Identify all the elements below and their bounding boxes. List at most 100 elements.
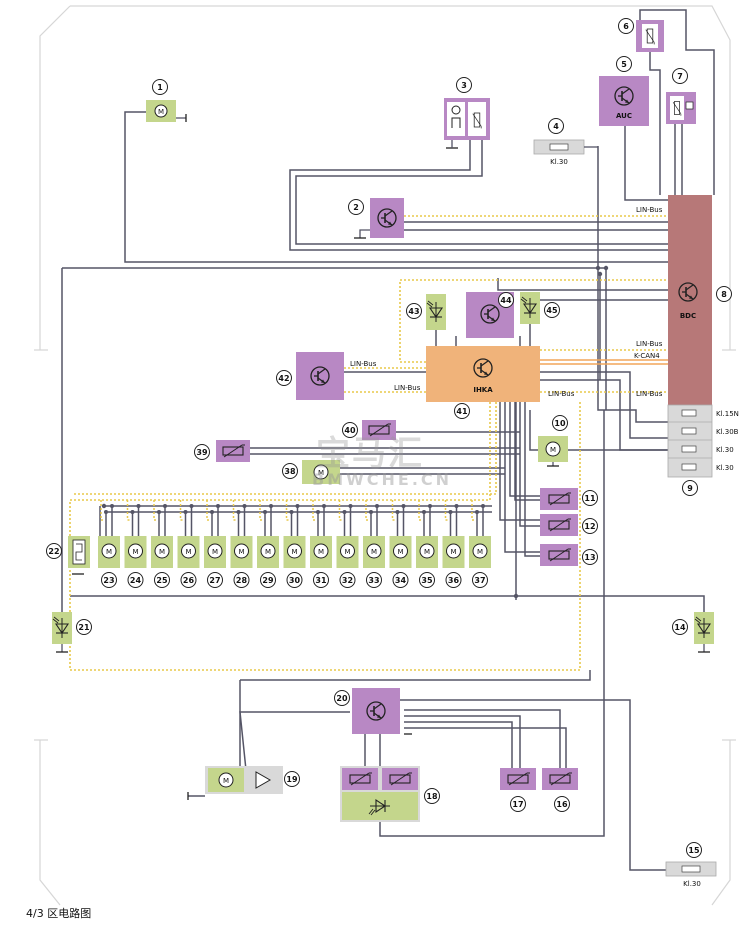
- callout-label: 19: [286, 775, 298, 784]
- callout-label: 10: [554, 419, 566, 428]
- callout-label: 34: [395, 576, 407, 585]
- component-43-diode: [426, 294, 446, 330]
- callout-42: 42: [276, 370, 292, 386]
- watermark-url: BMWCHE.CN: [312, 470, 453, 489]
- motor-24: M: [124, 536, 147, 568]
- component-7: [666, 92, 696, 124]
- callout-18: 18: [424, 788, 440, 804]
- callout-15: 15: [686, 842, 702, 858]
- motor-icon: M: [212, 548, 218, 556]
- auc-label: AUC: [616, 112, 632, 120]
- fuse-4-label: Kl.30: [550, 158, 568, 166]
- callout-label: 2: [353, 203, 359, 212]
- motor-icon: M: [238, 548, 244, 556]
- terminal-block: Kl.15N Kl.30B Kl.30 Kl.30: [667, 404, 739, 478]
- junction-dot: [603, 265, 609, 271]
- watermark-chars: 宝马汇: [316, 434, 424, 474]
- motor-icon: M: [185, 548, 191, 556]
- callout-label: 25: [156, 576, 168, 585]
- callout-34: 34: [392, 572, 409, 588]
- bdc-label: BDC: [680, 312, 696, 320]
- callout-10: 10: [552, 415, 568, 431]
- motor-icon: M: [344, 548, 350, 556]
- motor-32: M: [336, 536, 359, 568]
- motor-icon: M: [291, 548, 297, 556]
- motor-row: M23M24M25M26M27M28M29M30M31M32M33M34M35M…: [98, 536, 491, 588]
- motor-23: M: [98, 536, 120, 568]
- motor-28: M: [230, 536, 253, 568]
- callout-29: 29: [260, 572, 276, 588]
- motor-31: M: [310, 536, 332, 568]
- callout-30: 30: [286, 572, 303, 588]
- fuse-4: Kl.30: [533, 139, 598, 166]
- callout-label: 1: [157, 83, 163, 92]
- callout-38: 38: [282, 463, 298, 479]
- component-16-sensor: [542, 768, 578, 790]
- lin-bus-label-ihka-right: LIN-Bus: [548, 390, 575, 398]
- callout-label: 41: [456, 407, 468, 416]
- motor-37: M: [469, 536, 491, 568]
- motor-26: M: [177, 536, 200, 568]
- callout-label: 3: [461, 81, 467, 90]
- callout-label: 4: [553, 122, 559, 131]
- callout-label: 29: [262, 576, 274, 585]
- motor-icon: M: [106, 548, 112, 556]
- callout-26: 26: [180, 572, 197, 588]
- callout-label: 22: [48, 547, 59, 556]
- motor-icon: M: [397, 548, 403, 556]
- motor-icon: M: [318, 548, 324, 556]
- callout-label: 13: [584, 553, 595, 562]
- callout-label: 9: [687, 484, 693, 493]
- wiring: [61, 9, 715, 871]
- callout-label: 39: [196, 448, 208, 457]
- component-20: [352, 688, 412, 735]
- bdc-module: BDC: [668, 195, 712, 407]
- callout-label: 21: [78, 623, 90, 632]
- callout-36: 36: [445, 572, 462, 588]
- motor-27: M: [204, 536, 226, 568]
- callout-label: 30: [289, 576, 301, 585]
- motor-icon: M: [371, 548, 377, 556]
- component-42: [296, 352, 344, 400]
- motor-icon: M: [318, 469, 324, 477]
- callout-label: 32: [342, 576, 353, 585]
- callout-8: 8: [716, 286, 732, 302]
- callout-label: 7: [677, 72, 683, 81]
- component-22: [68, 536, 90, 575]
- motor-29: M: [257, 536, 279, 568]
- component-12-sensor: [540, 514, 578, 536]
- callout-label: 11: [584, 494, 596, 503]
- vehicle-outline: [34, 5, 736, 906]
- callout-label: 40: [344, 426, 356, 435]
- callout-label: 44: [500, 296, 512, 305]
- component-10-motor: M: [538, 436, 568, 467]
- terminal-kl15n: Kl.15N: [716, 410, 739, 418]
- lin-bus-label-bdc-top: LIN-Bus: [636, 206, 663, 214]
- callout-label: 37: [474, 576, 485, 585]
- callout-label: 33: [368, 576, 379, 585]
- callout-40: 40: [342, 422, 358, 438]
- component-19: M: [187, 766, 283, 800]
- callout-label: 18: [426, 792, 438, 801]
- motor-34: M: [389, 536, 412, 568]
- component-18: [340, 766, 420, 822]
- callout-32: 32: [339, 572, 356, 588]
- component-45-diode: [520, 292, 540, 324]
- ihka-label: IHKA: [473, 386, 493, 394]
- terminal-kl30-a: Kl.30: [716, 446, 734, 454]
- callout-37: 37: [472, 572, 488, 588]
- callout-45: 45: [544, 302, 560, 318]
- component-17-sensor: [500, 768, 536, 790]
- junction-dot: [513, 593, 519, 599]
- component-40-sensor: [362, 420, 396, 440]
- callout-label: 20: [336, 694, 348, 703]
- callout-25: 25: [154, 572, 170, 588]
- callout-9: 9: [682, 480, 698, 496]
- callout-33: 33: [366, 572, 382, 588]
- motor-icon: M: [132, 548, 138, 556]
- callout-17: 17: [510, 796, 526, 812]
- motor-icon: M: [477, 548, 483, 556]
- component-13-sensor: [540, 544, 578, 566]
- callout-label: 12: [584, 522, 595, 531]
